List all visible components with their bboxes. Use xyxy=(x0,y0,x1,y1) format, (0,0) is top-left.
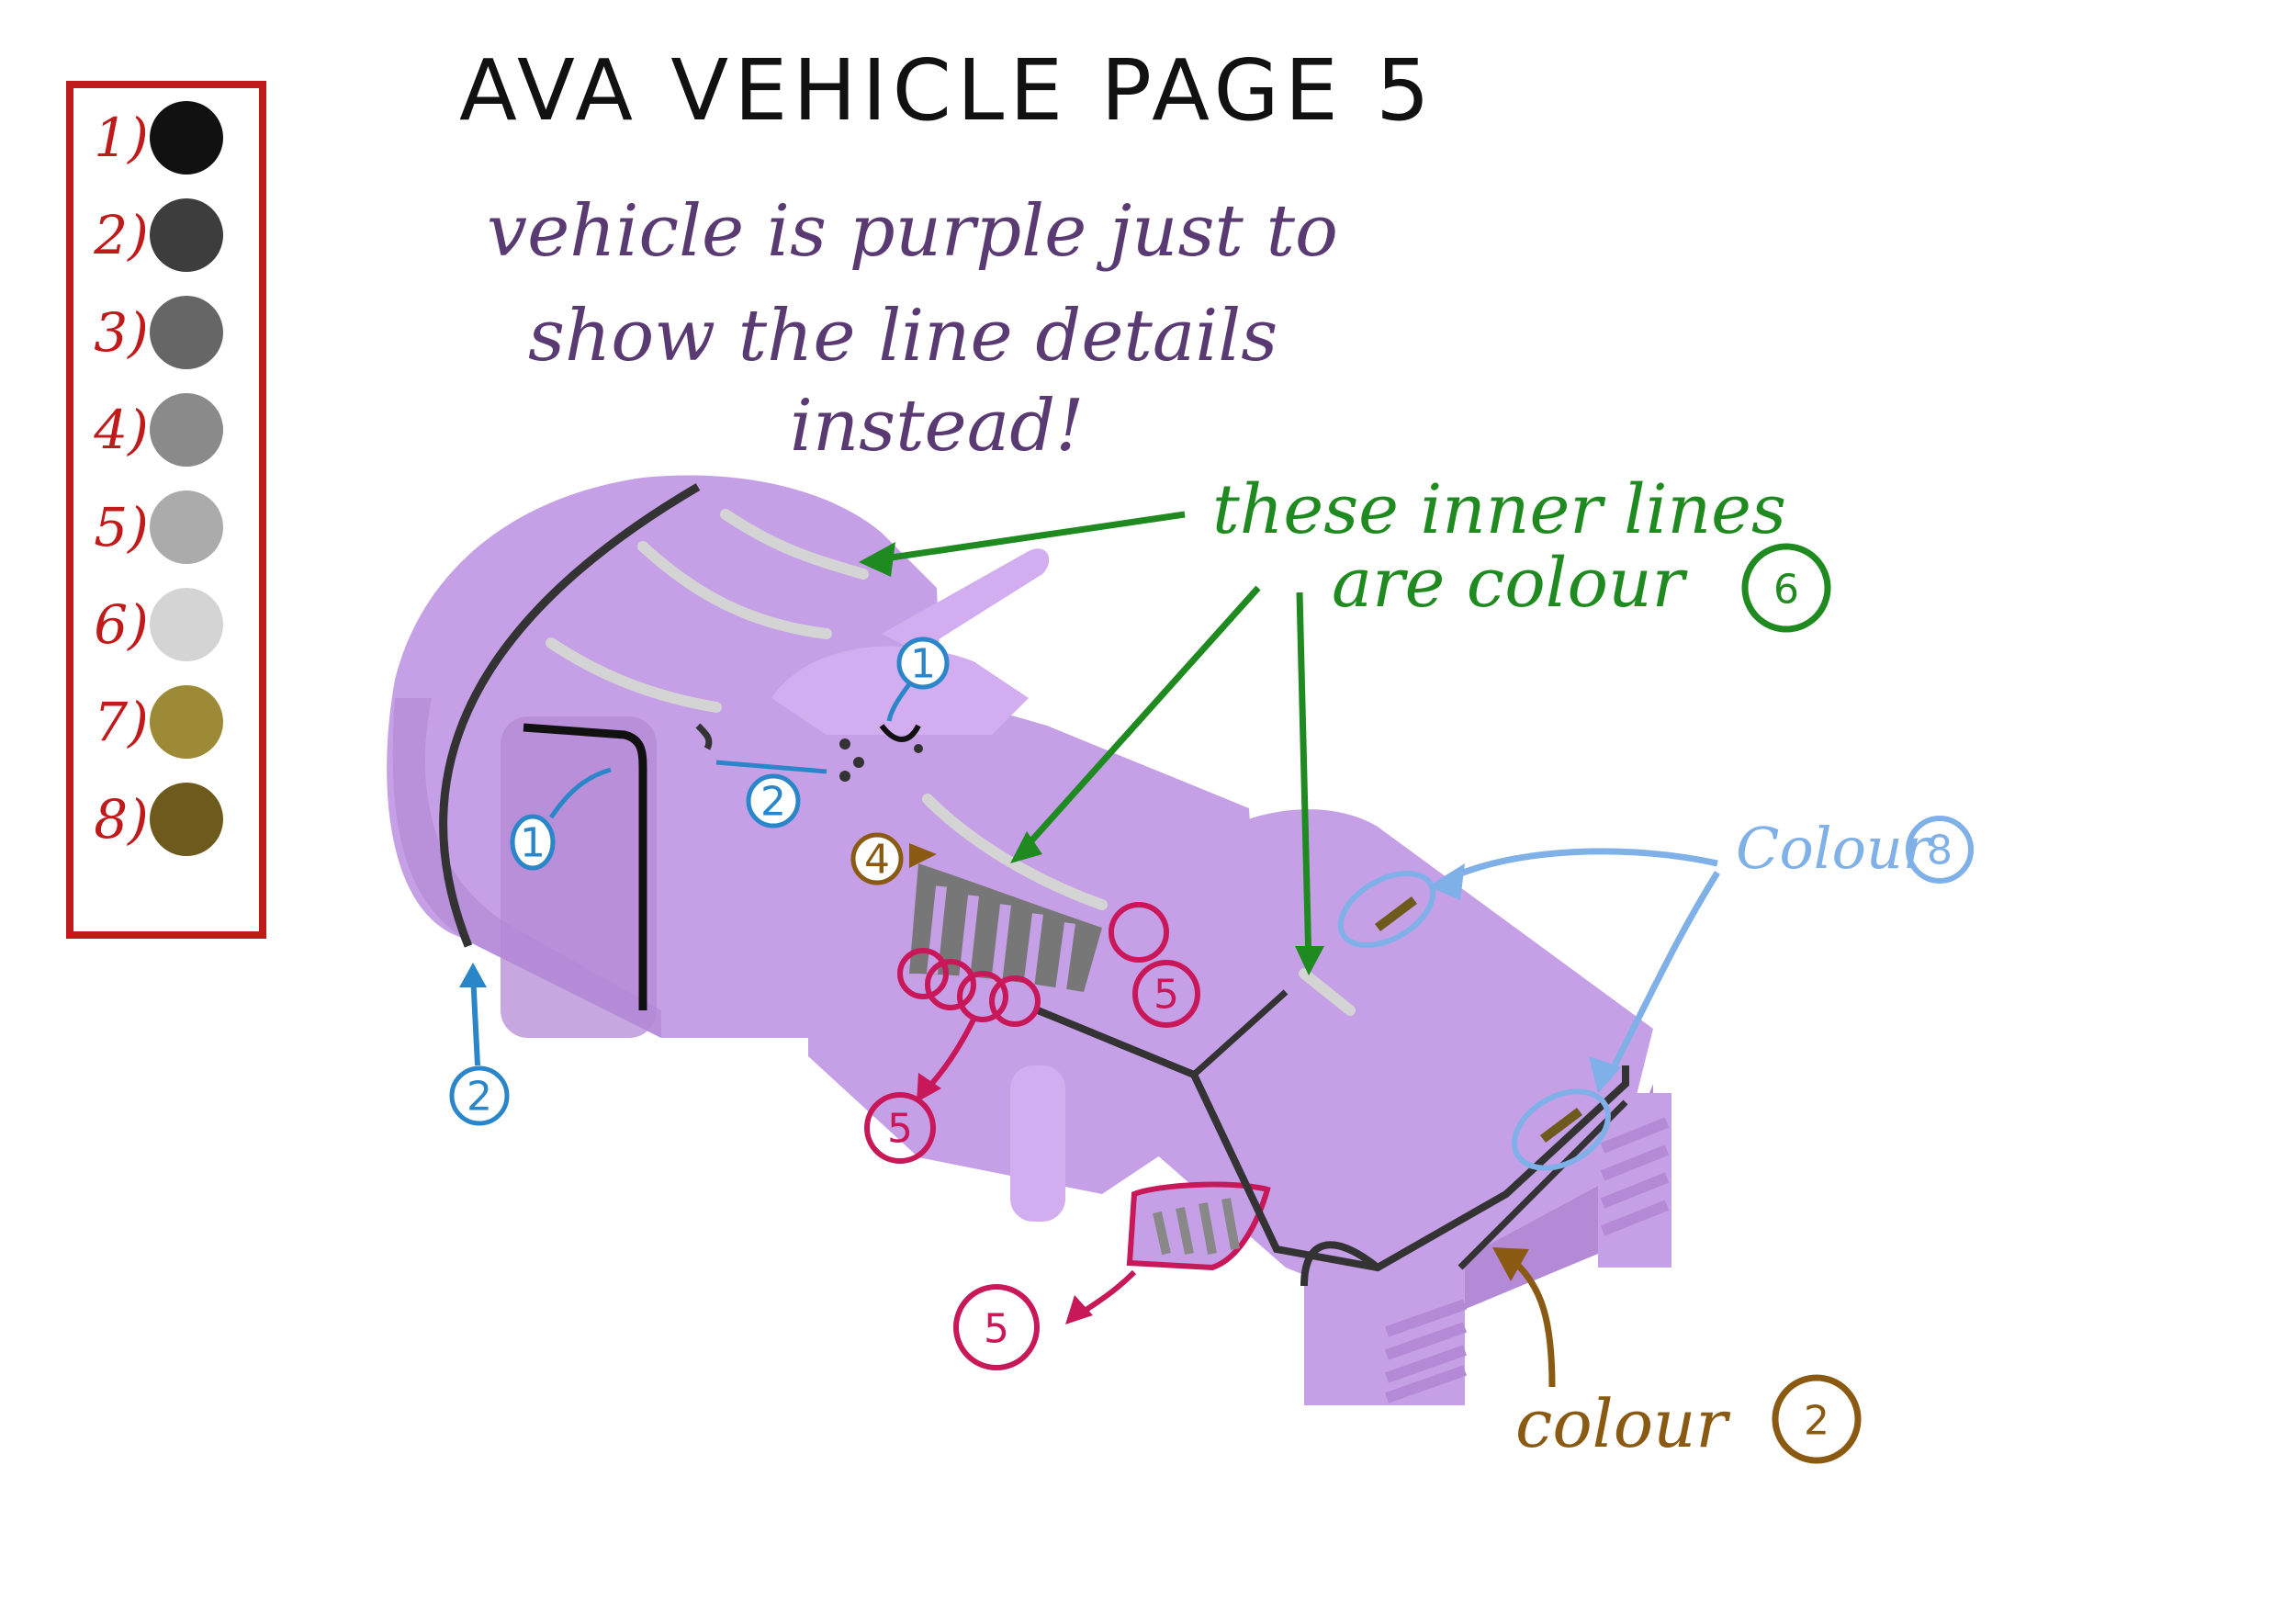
colour-8-circle xyxy=(1906,816,1974,884)
page-title: AVA VEHICLE PAGE 5 xyxy=(459,41,1435,140)
swatch-label-8: 8) xyxy=(94,788,149,851)
colour-2-circle xyxy=(1772,1374,1862,1464)
front-wheel-right xyxy=(1598,1093,1671,1268)
note-line-1: vehicle is purple just to xyxy=(487,190,1338,273)
inner-lines-num: 6 xyxy=(1773,567,1799,614)
note-line-2: show the line details xyxy=(528,295,1277,378)
blue-marker-hatch xyxy=(746,773,801,828)
blue-marker-side xyxy=(510,814,556,871)
swatch-label-1: 1) xyxy=(94,107,149,169)
swatch-3 xyxy=(150,296,223,369)
swatch-5 xyxy=(150,490,223,564)
inner-lines-num-circle xyxy=(1741,543,1831,633)
palette-frame xyxy=(66,81,266,939)
red-markers xyxy=(864,902,1200,1370)
colour-8-annotation: Colour 8 xyxy=(1337,815,1974,1171)
red-marker-2-num: 5 xyxy=(887,1106,913,1153)
colour-2-annotation: colour 2 xyxy=(1492,1247,1862,1464)
front-lip-right xyxy=(1458,1099,1628,1270)
front-lip xyxy=(1300,1241,1380,1287)
vehicle-drawing xyxy=(387,475,1671,1405)
colour-palette: 1) 2) 3) 4) 5) 6) 7) 8) xyxy=(66,81,266,939)
blue-marker-canopy xyxy=(896,637,950,690)
swatch-label-5: 5) xyxy=(94,496,149,558)
colour-2-num: 2 xyxy=(1804,1398,1829,1445)
colour-8-arrow-1 xyxy=(1440,848,1718,885)
rear-arc-line xyxy=(439,483,701,948)
blue-markers: 1 2 1 2 xyxy=(449,637,950,1126)
swatch-6 xyxy=(150,588,223,661)
colour-2-text: colour xyxy=(1515,1385,1730,1462)
swatch-4 xyxy=(150,393,223,467)
headlight-right-circle xyxy=(1512,1088,1611,1171)
hood-crease xyxy=(1191,989,1289,1077)
colour-8-arrowhead-1 xyxy=(1428,863,1465,900)
inner-lines-annotation: these inner lines are colour 6 xyxy=(859,470,1831,975)
colour-2-arrowhead xyxy=(1492,1247,1529,1281)
blue-marker-rear-num: 2 xyxy=(467,1074,492,1121)
colour-8-arrow-2 xyxy=(1604,871,1720,1081)
inner-lines-colour-6 xyxy=(546,509,1356,1016)
swatch-label-7: 7) xyxy=(94,691,149,753)
swatch-7 xyxy=(150,685,223,759)
headlight-accents-colour-8 xyxy=(1375,896,1582,1143)
marker-4-circle xyxy=(850,832,904,885)
colour-8-num: 8 xyxy=(1927,828,1953,874)
red-marker-3-num: 5 xyxy=(984,1306,1009,1353)
colour-8-arrowhead-2 xyxy=(1589,1056,1621,1093)
swatch-label-4: 4) xyxy=(93,399,149,461)
swatch-label-6: 6) xyxy=(94,593,149,656)
side-l-line xyxy=(523,723,647,1010)
grille-slats xyxy=(927,885,1075,991)
red-arrowheads xyxy=(917,1073,1093,1324)
inner-lines-text-2: are colour xyxy=(1332,544,1689,623)
vehicle-canopy xyxy=(771,646,1029,735)
vehicle-side-panel xyxy=(501,716,657,1038)
blue-marker-side-num: 1 xyxy=(520,820,546,867)
canopy-mark xyxy=(879,724,921,742)
vehicle-side-vent xyxy=(1126,1181,1271,1271)
blue-marker-hatch-num: 2 xyxy=(760,779,786,826)
marker-4: 4 xyxy=(850,832,937,885)
blue-marker-rear xyxy=(449,1065,510,1126)
colour-2-arrow xyxy=(1508,1256,1556,1388)
canopy-dots xyxy=(839,738,923,782)
inner-lines-text-1: these inner lines xyxy=(1212,470,1786,549)
note-line-3: instead! xyxy=(790,385,1085,468)
vehicle-lower-panel xyxy=(1010,1065,1065,1222)
red-marker-1-num: 5 xyxy=(1154,972,1179,1019)
headlight-left-circle xyxy=(1337,870,1436,949)
blue-marker-canopy-num: 1 xyxy=(910,641,936,688)
green-arrowheads xyxy=(859,542,1324,975)
marker-4-num: 4 xyxy=(864,837,890,884)
swatch-2 xyxy=(150,198,223,272)
swatch-label-3: 3) xyxy=(94,301,149,364)
vehicle-antenna xyxy=(882,548,1050,652)
colour-8-text: Colour xyxy=(1736,815,1933,882)
swatch-1 xyxy=(150,101,223,175)
green-arrows xyxy=(872,511,1312,965)
swatch-8 xyxy=(150,783,223,856)
swatch-label-2: 2) xyxy=(93,204,149,266)
hatch-mark xyxy=(695,723,713,750)
side-vent-slats xyxy=(1153,1198,1240,1256)
